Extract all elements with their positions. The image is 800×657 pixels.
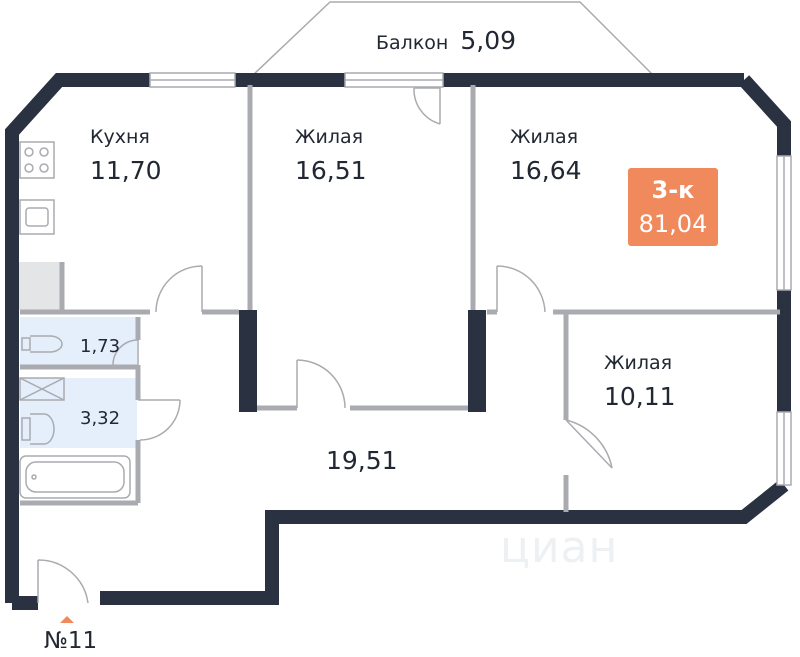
columns — [239, 310, 486, 412]
badge-type: 3-к — [651, 176, 695, 204]
living-1-area: 16,51 — [295, 156, 367, 185]
balcony-name: Балкон — [376, 32, 449, 54]
hall-area: 19,51 — [326, 446, 398, 475]
kitchen-name: Кухня — [90, 126, 150, 148]
badge-total-area: 81,04 — [638, 210, 708, 238]
living-1-name: Жилая — [295, 126, 364, 148]
balcony-area: 5,09 — [460, 26, 517, 55]
living-3-name: Жилая — [604, 352, 673, 374]
kitchen-area: 11,70 — [90, 156, 162, 185]
apartment-badge: 3-к 81,04 — [628, 168, 718, 246]
apartment-number: №11 — [44, 628, 98, 654]
living-2-area: 16,64 — [510, 156, 582, 185]
bathroom-area: 3,32 — [80, 408, 121, 429]
toilet-area: 1,73 — [80, 336, 121, 357]
living-2-name: Жилая — [510, 126, 579, 148]
exterior-walls — [5, 73, 791, 610]
sanitary-fixtures — [19, 335, 131, 499]
storage-fill — [18, 262, 62, 310]
watermark: циан — [500, 522, 619, 573]
doors — [37, 87, 613, 604]
balcony-outline — [252, 1, 654, 76]
entrance-marker — [60, 616, 74, 623]
living-3-area: 10,11 — [604, 382, 676, 411]
toilet-fill — [20, 317, 137, 365]
partitions — [20, 85, 780, 512]
kitchen-fixtures — [19, 141, 55, 235]
windows — [149, 72, 792, 486]
